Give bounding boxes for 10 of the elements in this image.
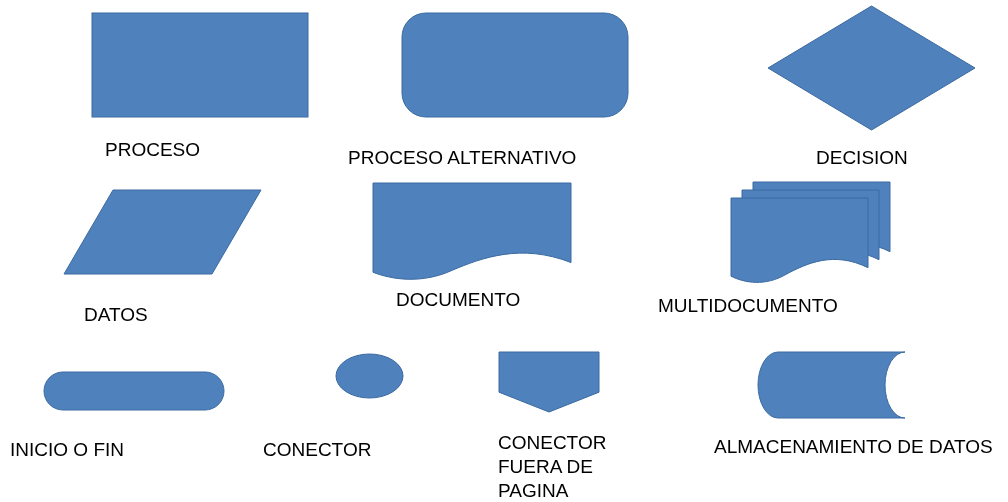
shape-label: MULTIDOCUMENTO [658,294,839,318]
shape-label: CONECTOR [263,438,373,462]
shape-label: CONECTOR FUERA DE PAGINA [498,431,608,502]
shape-label: PROCESO ALTERNATIVO [348,146,578,170]
shape-label: PROCESO [105,138,202,162]
shape-label: DATOS [84,303,149,327]
shape-label: INICIO O FIN [10,438,125,462]
shape-label: DOCUMENTO [396,288,522,312]
shape-label: DECISION [816,146,909,170]
shape-label: ALMACENAMIENTO DE DATOS [714,435,994,459]
